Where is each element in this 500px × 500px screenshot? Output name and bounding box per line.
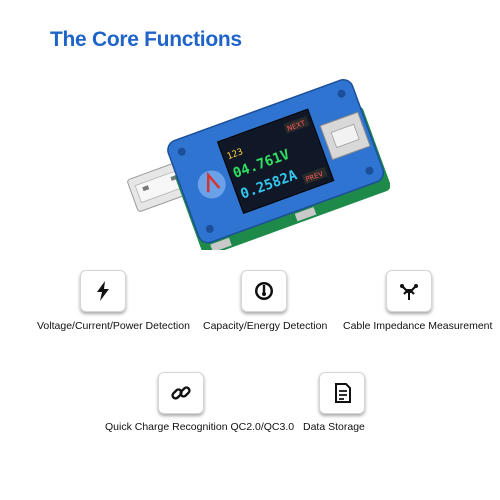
usb-tester-image: 123 04.761V 0.2582A NEXT PREV	[127, 79, 390, 250]
feature-label: Data Storage	[303, 421, 365, 433]
feature-label: Capacity/Energy Detection	[203, 320, 328, 332]
feature-label: Quick Charge Recognition QC2.0/QC3.0	[105, 421, 295, 433]
feature-label: Cable Impedance Measurement	[343, 320, 493, 332]
cable-impedance-tile	[386, 270, 432, 312]
cable-plug-icon	[400, 284, 418, 300]
link-chain-icon	[171, 386, 191, 400]
page-title: The Core Functions	[50, 28, 242, 51]
data-storage-tile	[319, 372, 365, 414]
document-storage-icon	[335, 383, 351, 403]
gauge-icon	[255, 282, 273, 300]
quick-charge-tile	[158, 372, 204, 414]
feature-label: Voltage/Current/Power Detection	[37, 320, 190, 332]
capacity-energy-tile	[241, 270, 287, 312]
voltage-current-power-tile	[80, 270, 126, 312]
lightning-bolt-icon	[97, 281, 109, 301]
